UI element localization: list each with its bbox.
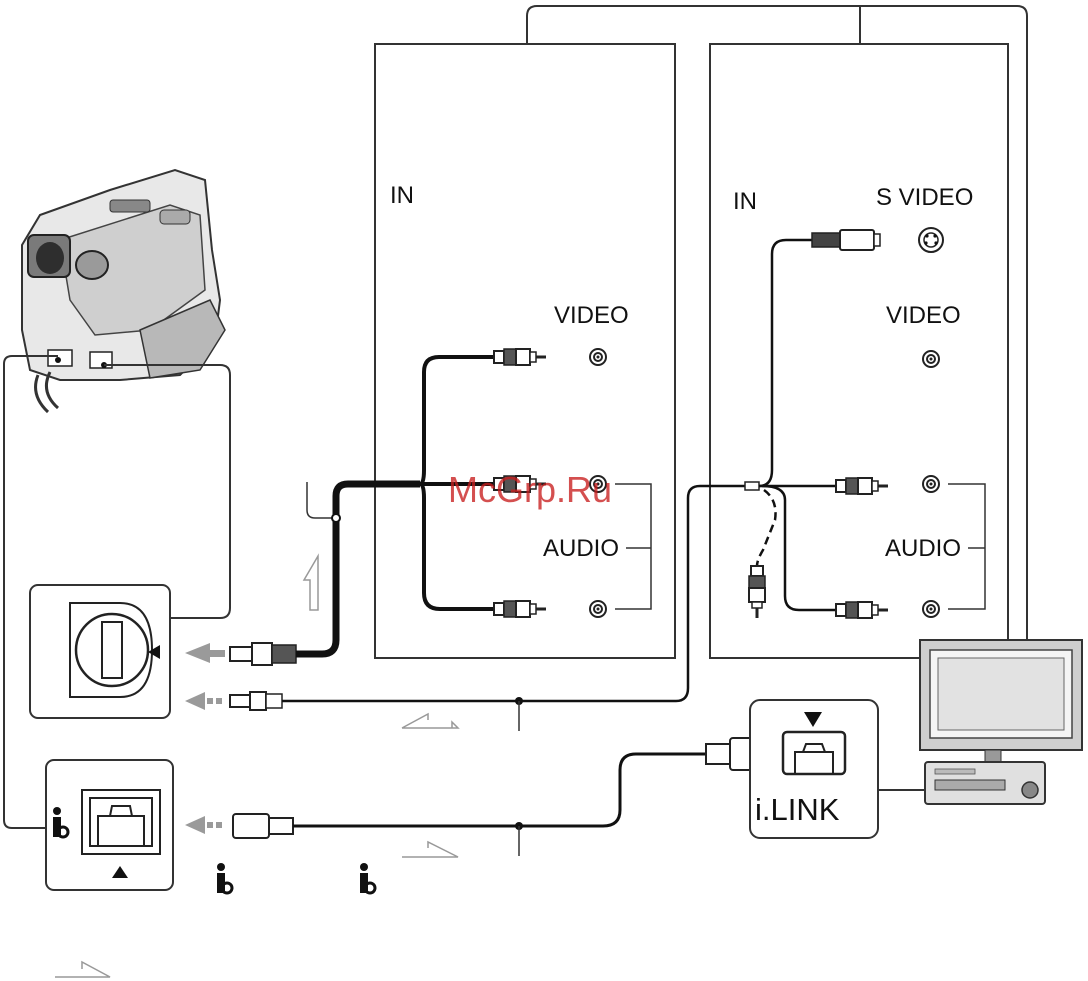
right-audio-jack-1: [923, 476, 939, 492]
input-arrow-dashed-icon-2: [185, 816, 222, 834]
left-audio-jack-2: [590, 601, 606, 617]
ilink-cable: [233, 738, 766, 856]
right-in-label: IN: [733, 190, 757, 214]
camcorder-icon: [22, 170, 225, 412]
av-jack-leader-line: [104, 365, 230, 618]
right-audio-jack-2: [923, 601, 939, 617]
right-video-label: VIDEO: [886, 304, 961, 328]
ilink-box-label: i.LINK: [755, 794, 839, 825]
left-video-label: VIDEO: [554, 304, 629, 328]
left-in-label: IN: [390, 184, 414, 208]
signal-flow-arrow-icon: [304, 556, 318, 610]
left-video-jack: [590, 349, 606, 365]
tv-icon: [920, 640, 1082, 762]
input-arrow-icon: [185, 643, 225, 663]
vcr-icon: [925, 762, 1045, 804]
ilink-port-icon: [46, 760, 173, 890]
ilink-logo-icon: [217, 863, 232, 893]
right-video-jack: [923, 351, 939, 367]
left-audio-label: AUDIO: [543, 537, 619, 561]
right-audio-label: AUDIO: [885, 537, 961, 561]
input-arrow-dashed-icon: [185, 692, 222, 710]
ilink-logo-icon-2: [360, 863, 375, 893]
legend-signal-flow-arrow-icon: [55, 962, 110, 977]
svideo-jack: [919, 228, 943, 252]
right-svideo-label: S VIDEO: [876, 186, 973, 210]
signal-flow-arrow-icon-2: [402, 714, 458, 728]
av-jack-icon: [30, 585, 170, 718]
watermark: McGrp.Ru: [448, 472, 612, 508]
signal-flow-arrow-icon-3: [402, 842, 458, 857]
